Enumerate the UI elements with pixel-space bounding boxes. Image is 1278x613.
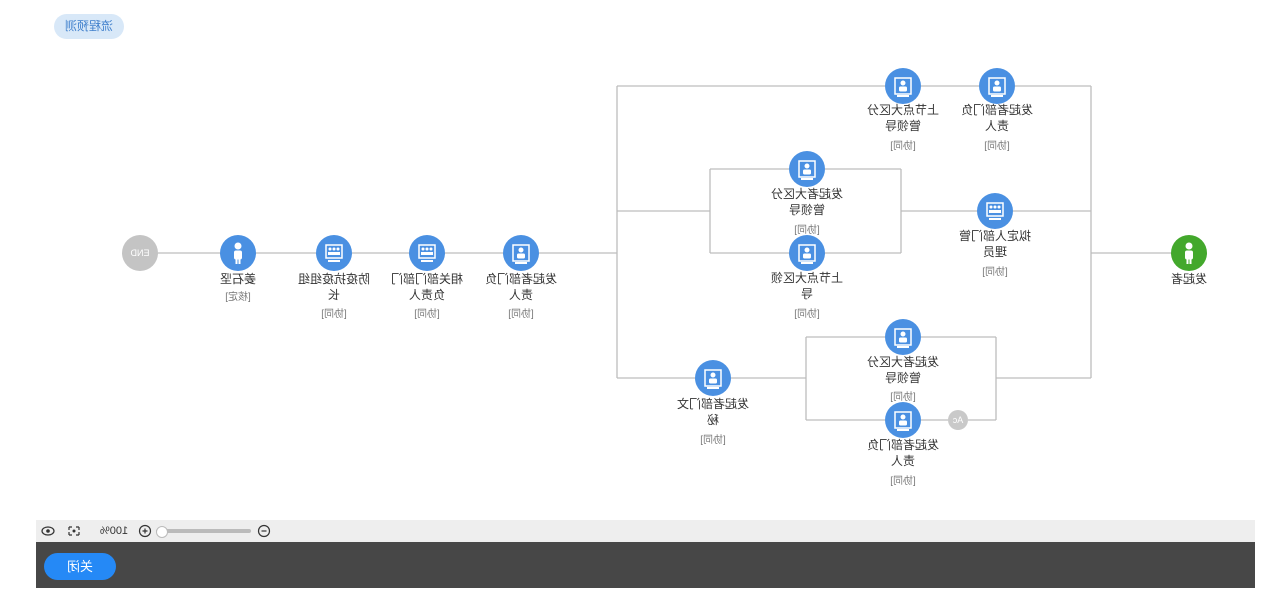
initiator-dept-secretary-node-tag: [协同]	[700, 435, 726, 446]
prev-region-leader-node-tag: [协同]	[890, 141, 916, 152]
prev-region-leader-node[interactable]	[885, 68, 921, 104]
end-node-label: END	[130, 248, 150, 258]
group-icon	[986, 202, 1004, 220]
approver-node-label: 姜石坚	[220, 272, 257, 286]
zoom-slider-handle[interactable]	[156, 526, 168, 538]
screen-user-icon	[894, 411, 912, 431]
initiator-region-leader-bottom-node-label: 发起者大区分 管领导	[867, 355, 940, 385]
screen-user-icon	[894, 328, 912, 348]
fit-screen-icon[interactable]	[66, 520, 82, 542]
screen-user-icon	[798, 160, 816, 180]
related-dept-head-node[interactable]	[409, 235, 445, 271]
initiator-region-leader-node-label: 发起者大区分 管领导	[771, 187, 844, 217]
end-node[interactable]: END	[122, 235, 158, 271]
initiator-region-leader-bottom-node[interactable]	[885, 319, 921, 355]
initiator-dept-head-top-node-label: 发起者部门负 责人	[961, 103, 1034, 133]
start-node-label: 发起者	[1171, 272, 1208, 286]
approver-node-tag: [核定]	[225, 292, 251, 303]
epidemic-leader-node-label: 防疫抗疫组组 长	[298, 272, 371, 302]
initiator-dept-head-node-tag: [协同]	[508, 309, 534, 320]
group-icon	[418, 244, 436, 262]
flow-preview-badge[interactable]: 流程预测	[54, 14, 124, 39]
screen-user-icon	[988, 77, 1006, 97]
zoom-slider[interactable]	[156, 529, 251, 533]
drafter-dept-admin-node-tag: [协同]	[982, 267, 1008, 278]
prev-region-head-node[interactable]	[789, 235, 825, 271]
prev-region-leader-node-label: 上节点大区分 管领导	[867, 103, 940, 133]
epidemic-leader-node-tag: [协同]	[321, 309, 347, 320]
epidemic-leader-node[interactable]	[316, 235, 352, 271]
drafter-dept-admin-node[interactable]	[977, 193, 1013, 229]
screen-user-icon	[894, 77, 912, 97]
drafter-dept-admin-node-label: 拟定人部门管 理员	[959, 229, 1032, 259]
screen-user-icon	[798, 244, 816, 264]
initiator-dept-secretary-node-label: 发起者部门文 秘	[677, 397, 750, 427]
initiator-dept-head-top-node-tag: [协同]	[984, 141, 1010, 152]
zoom-toolbar: 100%	[36, 520, 1255, 542]
group-icon	[325, 244, 343, 262]
person-icon	[1185, 242, 1193, 264]
initiator-dept-head-top-node[interactable]	[979, 68, 1015, 104]
person-icon	[234, 242, 242, 264]
screen-user-icon	[704, 369, 722, 389]
zoom-out-icon[interactable]	[256, 520, 272, 542]
start-node[interactable]	[1171, 235, 1207, 271]
prev-region-head-node-tag: [协同]	[794, 309, 820, 320]
initiator-dept-head-bottom-node-label: 发起者部门负 责人	[867, 438, 940, 468]
dialog-footer: 关闭	[36, 542, 1255, 588]
related-dept-head-node-label: 相关部门部门 负责人	[391, 272, 464, 302]
initiator-region-leader-node[interactable]	[789, 151, 825, 187]
initiator-dept-secretary-node[interactable]	[695, 360, 731, 396]
initiator-dept-head-node-label: 发起者部门负 责人	[485, 272, 558, 302]
close-button[interactable]: 关闭	[44, 553, 116, 580]
zoom-level: 100%	[99, 525, 129, 537]
eye-icon[interactable]	[40, 520, 56, 542]
related-dept-head-node-tag: [协同]	[414, 309, 440, 320]
initiator-dept-head-node[interactable]	[503, 235, 539, 271]
initiator-region-leader-bottom-node-tag: [协同]	[890, 392, 916, 403]
approver-node[interactable]	[220, 235, 256, 271]
zoom-in-icon[interactable]	[137, 520, 153, 542]
prev-region-head-node-label: 上节点大区领 导	[771, 271, 844, 301]
initiator-dept-head-bottom-node[interactable]	[885, 402, 921, 438]
screen-user-icon	[512, 244, 530, 264]
auto-node-label: Ac	[952, 415, 964, 425]
auto-node[interactable]: Ac	[948, 410, 968, 430]
initiator-region-leader-node-tag: [协同]	[794, 225, 820, 236]
initiator-dept-head-bottom-node-tag: [协同]	[890, 476, 916, 487]
